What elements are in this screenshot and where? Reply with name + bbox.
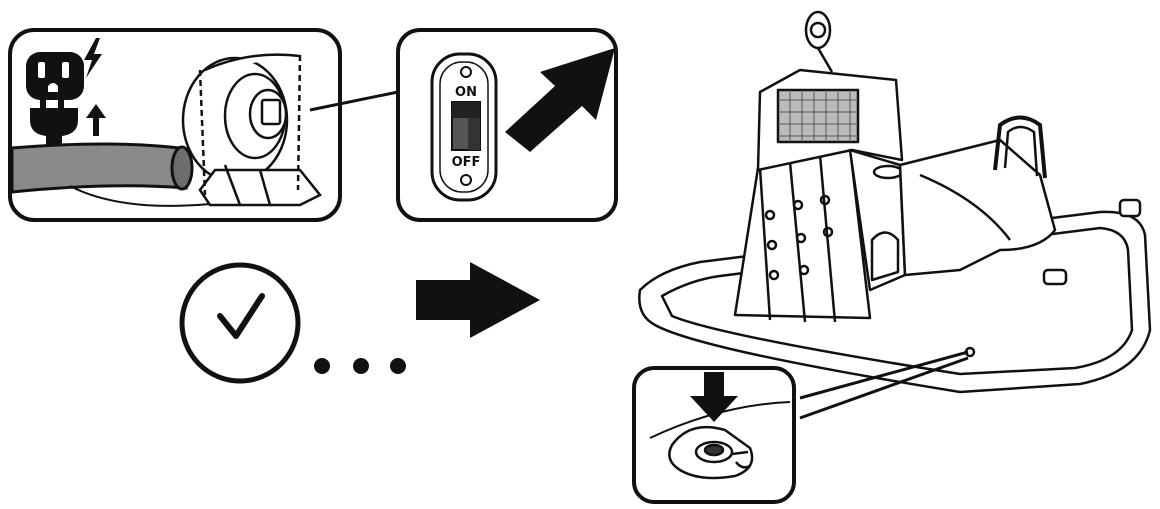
switch-off-label: OFF <box>452 155 481 170</box>
drain-valve <box>668 425 754 480</box>
power-plug-icon <box>30 96 78 146</box>
right-arrow-icon <box>416 262 540 338</box>
clock-check-icon <box>179 262 301 384</box>
drain-valve-panel <box>632 366 796 504</box>
waiting-dots <box>314 358 406 374</box>
switch-panel: ON OFF <box>396 28 618 222</box>
down-arrow-icon <box>690 372 738 422</box>
blower-panel <box>8 28 399 222</box>
up-arrow-icon <box>86 104 106 136</box>
blower-unit <box>181 53 322 207</box>
rocker-switch <box>451 101 481 151</box>
lightning-bolt-icon <box>84 38 102 78</box>
power-outlet-icon <box>26 52 84 100</box>
inflated-water-slide <box>638 10 1152 394</box>
switch-on-label: ON <box>455 85 477 100</box>
pointer-arrow-icon <box>505 48 615 152</box>
